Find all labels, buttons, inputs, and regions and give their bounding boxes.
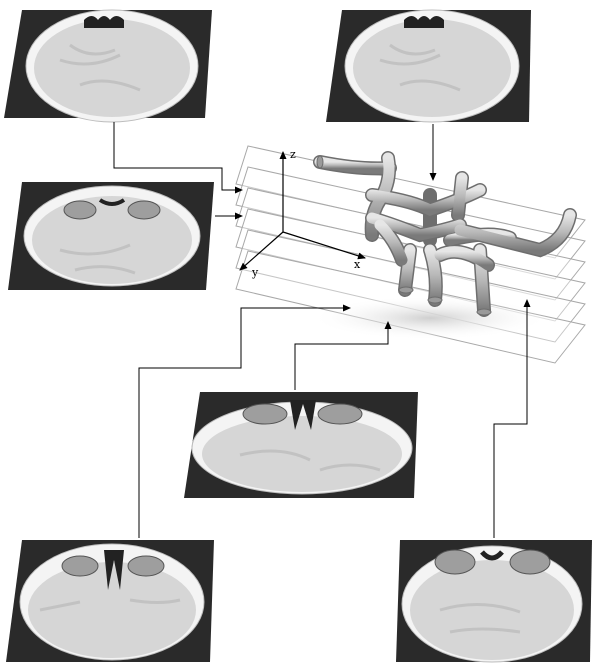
sinus-cavity-icon xyxy=(84,16,124,28)
ct-slice-bottom-right xyxy=(396,540,592,662)
sinus-cavity-icon xyxy=(404,16,444,28)
ct-slice-top-right xyxy=(326,10,531,122)
x-axis-label: x xyxy=(354,258,361,271)
ct-slice-center xyxy=(184,392,418,498)
ct-slice-top-left xyxy=(4,10,212,122)
z-axis-label: z xyxy=(290,148,296,161)
arrow-slice-top-left xyxy=(114,122,242,190)
ct-slice-bottom-left xyxy=(6,540,214,662)
ct-slice-middle-left xyxy=(8,182,214,290)
y-axis-label: y xyxy=(251,266,259,279)
